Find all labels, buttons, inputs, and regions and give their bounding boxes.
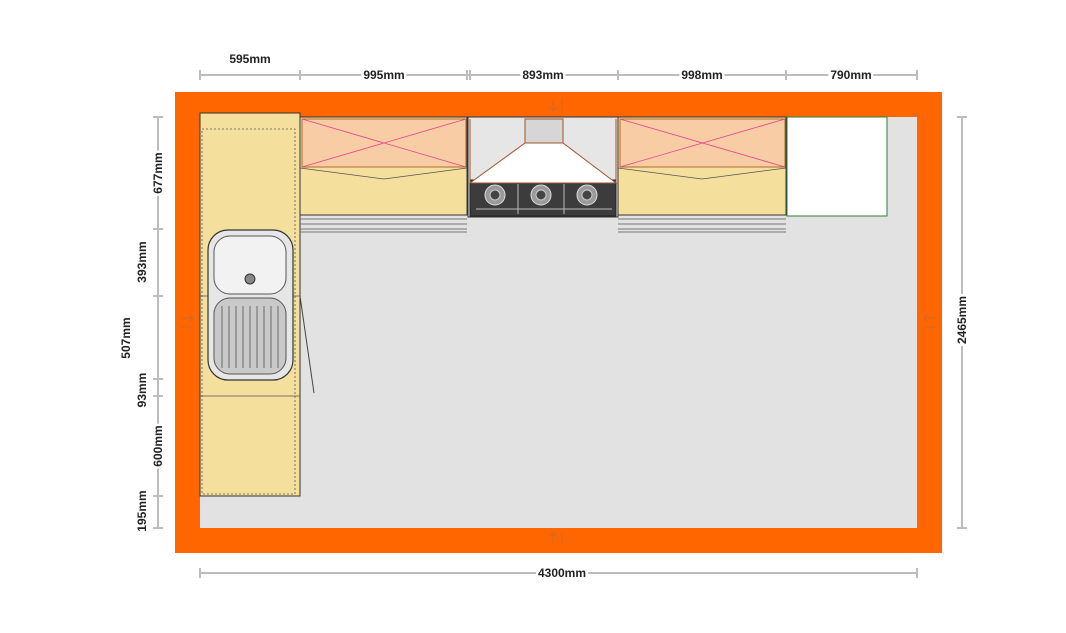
wall-cabinet-top-1[interactable] <box>301 118 467 168</box>
wall-marker-icon <box>923 313 936 328</box>
dimension-bottom: 4300mm <box>535 566 589 580</box>
appliance-space[interactable] <box>786 116 888 217</box>
dimension-top-5: 790mm <box>828 68 874 82</box>
dimension-top-2: 995mm <box>361 68 407 82</box>
dimension-left-6: 195mm <box>135 488 149 534</box>
dimension-top-4: 998mm <box>679 68 725 82</box>
dimension-left-2: 393mm <box>135 239 149 285</box>
dimension-left-5: 600mm <box>151 423 165 469</box>
dimension-top-1: 595mm <box>227 52 273 66</box>
dimension-top-3: 893mm <box>520 68 566 82</box>
wall-marker-icon <box>548 99 563 112</box>
dimension-left-1: 677mm <box>151 150 165 196</box>
wall-marker-icon <box>181 313 194 328</box>
wall-marker-icon <box>548 532 563 545</box>
dimension-right: 2465mm <box>955 293 969 347</box>
dimension-left-4: 93mm <box>135 370 149 410</box>
extractor-hood-icon[interactable] <box>468 118 618 184</box>
dimension-left-3: 507mm <box>119 315 133 361</box>
double-bowl-sink-icon[interactable] <box>207 229 294 381</box>
wall-cabinet-top-2[interactable] <box>619 118 786 168</box>
